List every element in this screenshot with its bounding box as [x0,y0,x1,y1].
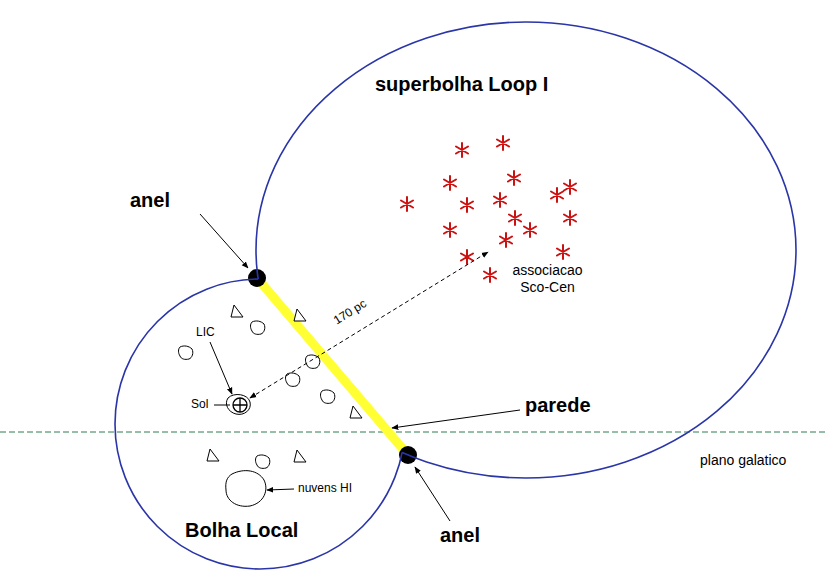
leader-arrow [267,489,294,490]
sco-cen-stars [401,136,576,282]
leader-arrow [200,214,248,268]
local-bubble-circle: Bolha Local [114,278,406,570]
bubble-title: superbolha Loop I [375,72,548,96]
association-label: associacao Sco-Cen [500,262,595,296]
plane-label: plano galatico [700,452,786,469]
leader-arrow [210,342,232,394]
cloud-label: nuvens HI [298,481,352,495]
ring-label: anel [440,523,480,547]
wall-band [257,278,408,455]
bubble-title: Bolha Local [185,518,298,542]
leader-arrow [392,410,520,428]
distance-arrow [250,252,488,398]
ring-label: anel [130,188,170,212]
leader-line [214,405,230,406]
lic-cloud [226,395,250,415]
hi-clouds [179,305,363,506]
cloud-label: LIC [196,325,215,339]
sun-symbol [233,398,247,412]
wall-label: parede [525,393,591,417]
sun-label: Sol [191,397,208,411]
galactic-plane [0,432,828,433]
leader-arrow [415,467,450,521]
